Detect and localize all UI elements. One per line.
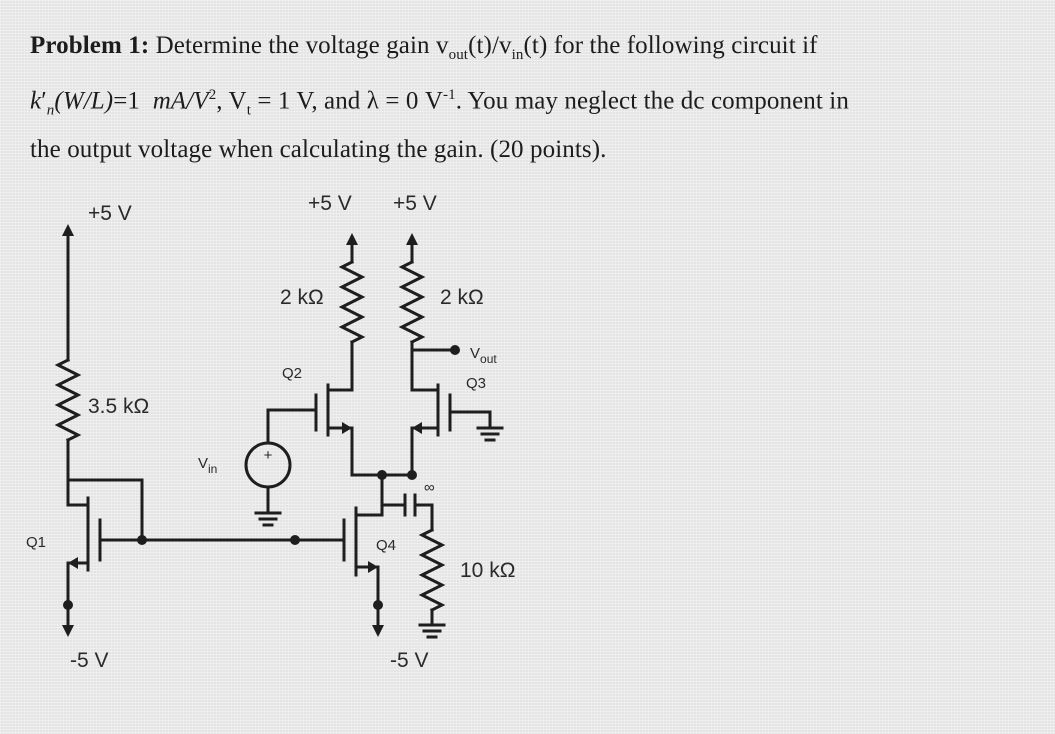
- q3-branch: [398, 233, 504, 477]
- q1-source-arrow: [68, 557, 78, 569]
- resistor-2k-q2: [338, 259, 366, 345]
- neg-supply-label-q4: -5 V: [390, 649, 429, 672]
- vin-source: +: [244, 408, 312, 527]
- resistor-label-q1: 3.5 kΩ: [88, 395, 149, 418]
- q1-branch: [54, 224, 147, 637]
- q2-branch: [308, 233, 366, 477]
- supply-label-q1: +5 V: [88, 202, 132, 225]
- resistor-2k-q3: [398, 259, 426, 345]
- resistor-3.5k: [54, 357, 82, 443]
- q4-label: Q4: [376, 537, 396, 554]
- q4-branch: [338, 473, 384, 637]
- supply-label-q2: +5 V: [308, 192, 352, 215]
- problem-statement: Problem 1: Determine the voltage gain vo…: [30, 26, 1040, 170]
- vout-terminal: [450, 345, 460, 355]
- resistor-label-q2: 2 kΩ: [280, 286, 324, 309]
- neg-supply-label-q1: -5 V: [70, 649, 109, 672]
- load-branch: [380, 473, 446, 639]
- q3-label: Q3: [466, 375, 486, 392]
- capacitor-label: ∞: [424, 479, 435, 496]
- problem-line-2: k′n(W/L)=1 mA/V2, Vt = 1 V, and λ = 0 V-…: [30, 87, 849, 119]
- resistor-10k: [418, 527, 446, 613]
- vout-label: Vout: [470, 345, 497, 366]
- supply-label-q3: +5 V: [393, 192, 437, 215]
- q1-neg-arrow: [62, 625, 74, 637]
- q2-label: Q2: [282, 365, 302, 382]
- q1-label: Q1: [26, 534, 46, 551]
- resistor-label-q3: 2 kΩ: [440, 286, 484, 309]
- problem-line-1: Problem 1: Determine the voltage gain vo…: [30, 32, 818, 63]
- svg-text:+: +: [264, 447, 273, 464]
- resistor-label-load: 10 kΩ: [460, 559, 515, 582]
- q1-supply-arrow: [62, 224, 74, 236]
- problem-line-3: the output voltage when calculating the …: [30, 136, 607, 164]
- problem-heading: Problem 1:: [30, 32, 150, 59]
- vin-label: Vin: [198, 455, 217, 476]
